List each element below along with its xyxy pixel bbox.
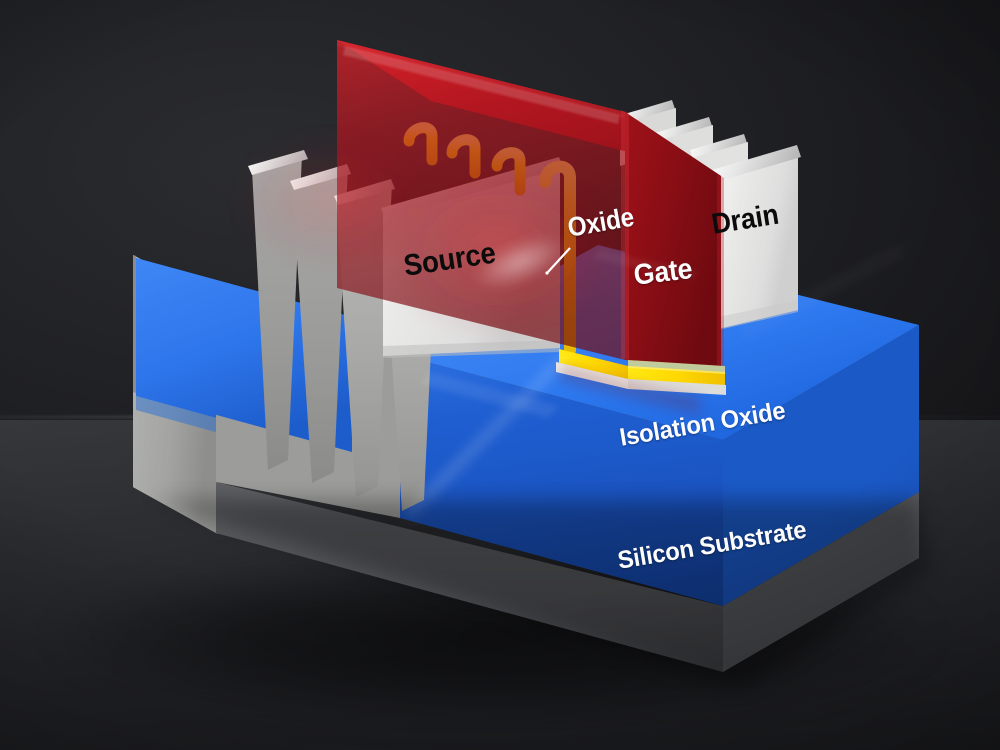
- block-floor-shadow: [150, 500, 930, 690]
- substrate-left-wall: [133, 255, 136, 393]
- gate-red-glow-back: [230, 130, 430, 270]
